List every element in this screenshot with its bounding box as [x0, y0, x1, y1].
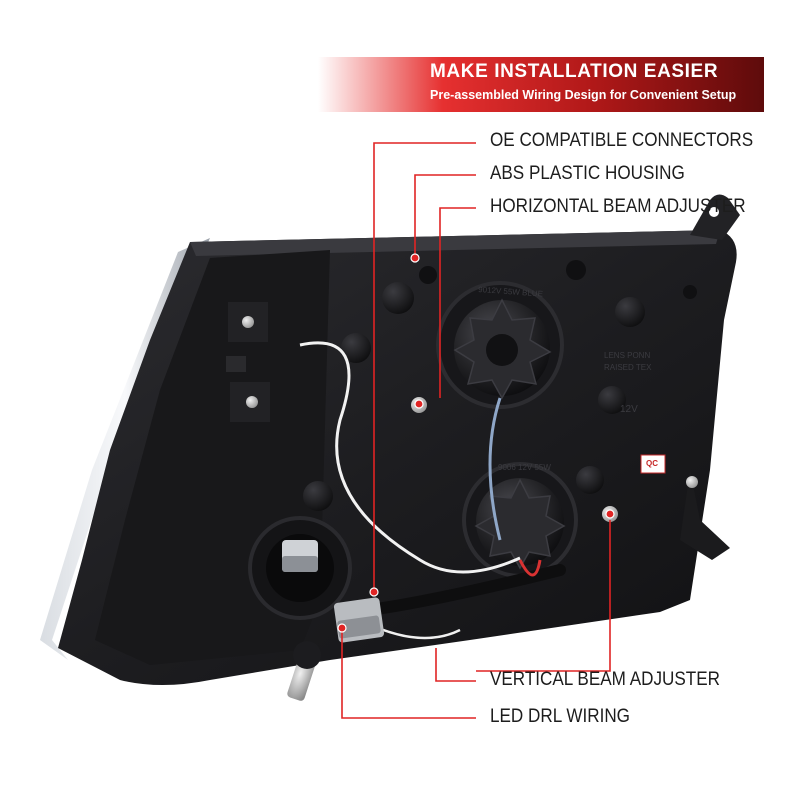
blue-wire	[488, 397, 502, 541]
side-bracket	[680, 470, 730, 560]
feature-banner	[318, 57, 764, 112]
voltage-text: 12V	[620, 404, 638, 415]
marker-abs-housing	[410, 253, 420, 263]
banner-title: MAKE INSTALLATION EASIER	[430, 61, 719, 82]
callout-led-drl-wiring: LED DRL WIRING	[490, 706, 630, 727]
side-text-2: RAISED TEX	[604, 363, 652, 372]
mount-bracket	[690, 194, 740, 240]
bump	[683, 285, 697, 299]
qc-sticker	[640, 454, 666, 474]
wire-loom	[364, 564, 566, 616]
socket-chrome-shade	[282, 556, 318, 572]
bulb-label-bottom: 9006 12V 55W	[498, 463, 551, 472]
adjuster-shaft	[287, 659, 315, 701]
housing-rim	[190, 230, 720, 256]
bump	[566, 260, 586, 280]
bump	[615, 297, 645, 327]
adjuster-head	[293, 641, 321, 669]
leader-vertical-adjuster	[435, 648, 476, 682]
lens-edge	[40, 238, 210, 660]
leader-abs-housing	[414, 174, 476, 258]
high-beam-center	[486, 334, 518, 366]
marker-drl-wiring	[337, 623, 347, 633]
side-bolt	[686, 476, 698, 488]
leader-horizontal-adjuster	[439, 207, 476, 398]
leader-oe-connectors	[373, 142, 476, 592]
marker-horizontal-adjuster	[414, 399, 424, 409]
callout-abs-housing: ABS PLASTIC HOUSING	[490, 163, 685, 184]
bump	[382, 282, 414, 314]
bump	[303, 481, 333, 511]
side-text-1: LENS PONN	[604, 351, 650, 360]
tab-bolt-upper	[242, 316, 254, 328]
marker-oe-connectors	[369, 587, 379, 597]
tab-bolt-lower	[246, 396, 258, 408]
leader-drl-wiring	[341, 628, 476, 719]
clip	[226, 356, 246, 372]
drl-connector-shade	[337, 615, 381, 639]
marker-vertical-adjuster	[605, 509, 615, 519]
bump	[341, 333, 371, 363]
qc-label: QC	[646, 459, 658, 468]
white-wire	[299, 341, 521, 574]
bump	[598, 386, 626, 414]
callout-horizontal-adjuster: HORIZONTAL BEAM ADJUSTER	[490, 196, 746, 217]
banner-subtitle: Pre-assembled Wiring Design for Convenie…	[430, 88, 737, 102]
red-wire	[518, 559, 542, 577]
callout-oe-connectors: OE COMPATIBLE CONNECTORS	[490, 130, 754, 151]
mount-hole	[709, 207, 719, 217]
bump	[576, 466, 604, 494]
callout-vertical-adjuster: VERTICAL BEAM ADJUSTER	[490, 669, 720, 690]
bump	[419, 266, 437, 284]
leader-vertical-adjuster-2	[476, 520, 611, 672]
